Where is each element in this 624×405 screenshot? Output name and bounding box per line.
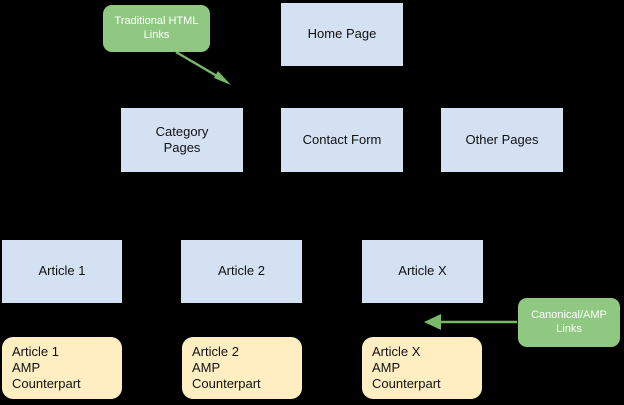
node-article-x-amp-counterpart[interactable]: Article X AMP Counterpart: [362, 337, 482, 399]
callout-canonical-amp-links[interactable]: Canonical/AMP Links: [518, 298, 620, 347]
node-article-1-amp-counterpart[interactable]: Article 1 AMP Counterpart: [2, 337, 122, 399]
node-article-x[interactable]: Article X: [362, 240, 483, 303]
node-contact-form[interactable]: Contact Form: [281, 108, 403, 172]
node-article-2[interactable]: Article 2: [181, 240, 302, 303]
canonical-amp-links-arrow: [424, 314, 517, 330]
node-article-1[interactable]: Article 1: [2, 240, 122, 303]
node-other-pages[interactable]: Other Pages: [441, 108, 563, 172]
traditional-html-links-arrow: [175, 50, 231, 85]
callout-traditional-html-links[interactable]: Traditional HTML Links: [103, 5, 210, 52]
node-home-page[interactable]: Home Page: [281, 3, 403, 66]
node-article-2-amp-counterpart[interactable]: Article 2 AMP Counterpart: [182, 337, 302, 399]
node-category-pages[interactable]: Category Pages: [121, 108, 243, 172]
